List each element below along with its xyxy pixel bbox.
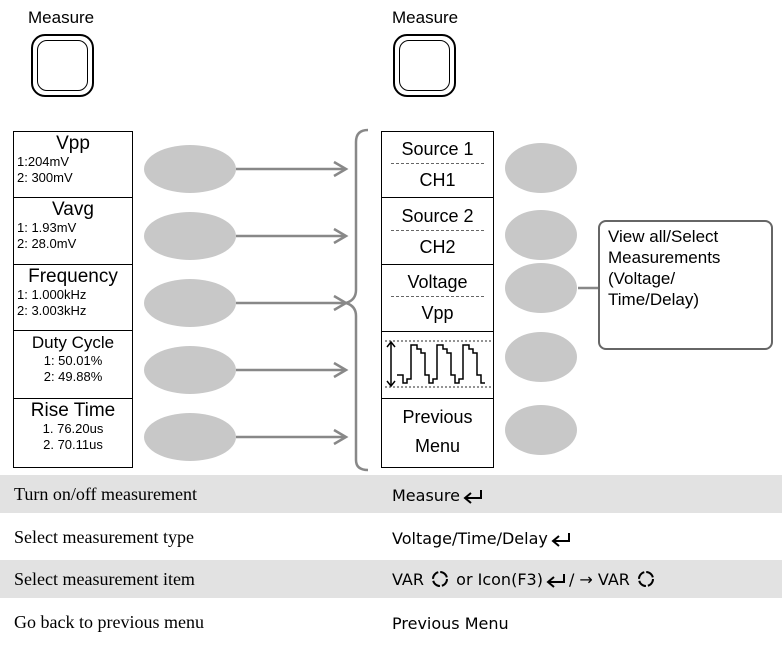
measure-item-title: Vpp — [56, 133, 90, 154]
measure-item-ch2: 2: 3.003kHz — [17, 303, 87, 318]
measurement-menu-panel — [381, 131, 494, 468]
callout-line-2: Measurements — [608, 248, 721, 267]
measure-item-vpp: Vpp 1:204mV 2: 300mV — [13, 131, 133, 186]
instruction-label: Select measurement type — [14, 527, 194, 547]
instruction-action: Voltage/Time/Delay — [392, 529, 574, 548]
measure-hardware-button-right[interactable] — [393, 34, 456, 97]
enter-icon — [551, 533, 570, 547]
measure-item-title: Duty Cycle — [31, 333, 115, 352]
callout-line-4: Time/Delay) — [608, 290, 699, 309]
measure-item-ch1: 1: 50.01% — [43, 353, 103, 368]
soft-button-f2-right[interactable] — [505, 210, 577, 260]
soft-button-f4-left[interactable] — [144, 346, 236, 394]
measure-item-rise-time: Rise Time 1. 76.20us 2. 70.11us — [13, 398, 133, 453]
enter-icon — [463, 490, 482, 504]
soft-button-f5-left[interactable] — [144, 413, 236, 461]
measure-item-ch1: 1:204mV — [17, 154, 70, 169]
soft-button-f4-right[interactable] — [505, 332, 577, 382]
measure-item-title: Vavg — [52, 199, 94, 220]
measure-item-duty-cycle: Duty Cycle 1: 50.01% 2: 49.88% — [13, 330, 133, 385]
soft-button-f3-right[interactable] — [505, 263, 577, 313]
soft-button-f1-left[interactable] — [144, 145, 236, 193]
measure-type-text: Voltage/Time/Delay — [392, 529, 548, 548]
measure-item-ch1: 1: 1.93mV — [17, 220, 77, 235]
measure-item-ch2: 2. 70.11us — [43, 437, 103, 452]
measure-item-ch2: 2: 300mV — [17, 170, 73, 185]
instruction-label: Select measurement item — [14, 569, 195, 589]
measurement-result-panel — [13, 131, 133, 468]
menu-source1[interactable]: Source 1 CH1 — [381, 131, 494, 196]
menu-waveform-icon[interactable] — [381, 331, 494, 398]
measure-item-ch1: 1. 76.20us — [42, 421, 104, 436]
measure-item-ch1: 1: 1.000kHz — [17, 287, 87, 302]
menu-source1-value: CH1 — [419, 170, 456, 190]
measure-item-title: Rise Time — [30, 400, 116, 421]
menu-voltage-label: Voltage — [407, 272, 468, 292]
menu-voltage[interactable]: Voltage Vpp — [381, 264, 494, 330]
arrow-var-text: / → VAR — [568, 570, 630, 589]
instruction-action: VAR or Icon(F3) / → VAR — [392, 570, 657, 589]
menu-source2[interactable]: Source 2 CH2 — [381, 197, 494, 263]
callout-line-1: View all/Select — [608, 227, 719, 246]
instruction-row-1 — [0, 475, 782, 513]
var-knob-icon — [432, 571, 449, 587]
menu-source2-label: Source 2 — [401, 206, 474, 226]
menu-previous-label2: Menu — [414, 436, 461, 456]
measure-item-frequency: Frequency 1: 1.000kHz 2: 3.003kHz — [13, 264, 133, 319]
measure-button-label-right: Measure — [392, 8, 459, 27]
menu-previous-label: Previous — [402, 407, 473, 427]
instruction-row-3 — [0, 560, 782, 598]
measure-key-text: Measure — [392, 486, 460, 505]
instruction-label: Go back to previous menu — [14, 612, 204, 632]
measurement-callout: View all/Select Measurements (Voltage/ T… — [598, 220, 773, 350]
menu-voltage-value: Vpp — [421, 303, 454, 323]
soft-button-f1-right[interactable] — [505, 143, 577, 193]
soft-button-f5-right[interactable] — [505, 405, 577, 455]
menu-previous[interactable]: Previous Menu — [381, 398, 494, 469]
measure-item-ch2: 2: 49.88% — [43, 369, 103, 384]
menu-source1-label: Source 1 — [401, 139, 474, 159]
measure-item-ch2: 2: 28.0mV — [17, 236, 77, 251]
measure-hardware-button-left[interactable] — [31, 34, 94, 97]
soft-button-f2-left[interactable] — [144, 212, 236, 260]
measure-item-title: Frequency — [28, 266, 118, 287]
callout-line-3: (Voltage/ — [608, 269, 676, 288]
instruction-label: Turn on/off measurement — [14, 484, 197, 504]
previous-menu-text: Previous Menu — [392, 614, 509, 633]
measure-item-vavg: Vavg 1: 1.93mV 2: 28.0mV — [13, 197, 133, 252]
var-text: VAR — [392, 570, 424, 589]
icon-f3-text: or Icon(F3) — [456, 570, 543, 589]
var-knob-icon — [637, 571, 654, 587]
waveform-rise-time-icon — [385, 340, 491, 388]
soft-button-f3-left[interactable] — [144, 279, 236, 327]
menu-source2-value: CH2 — [419, 237, 456, 257]
measure-button-label-left: Measure — [28, 8, 95, 27]
instruction-action: Measure — [392, 486, 486, 505]
enter-icon — [546, 574, 565, 588]
